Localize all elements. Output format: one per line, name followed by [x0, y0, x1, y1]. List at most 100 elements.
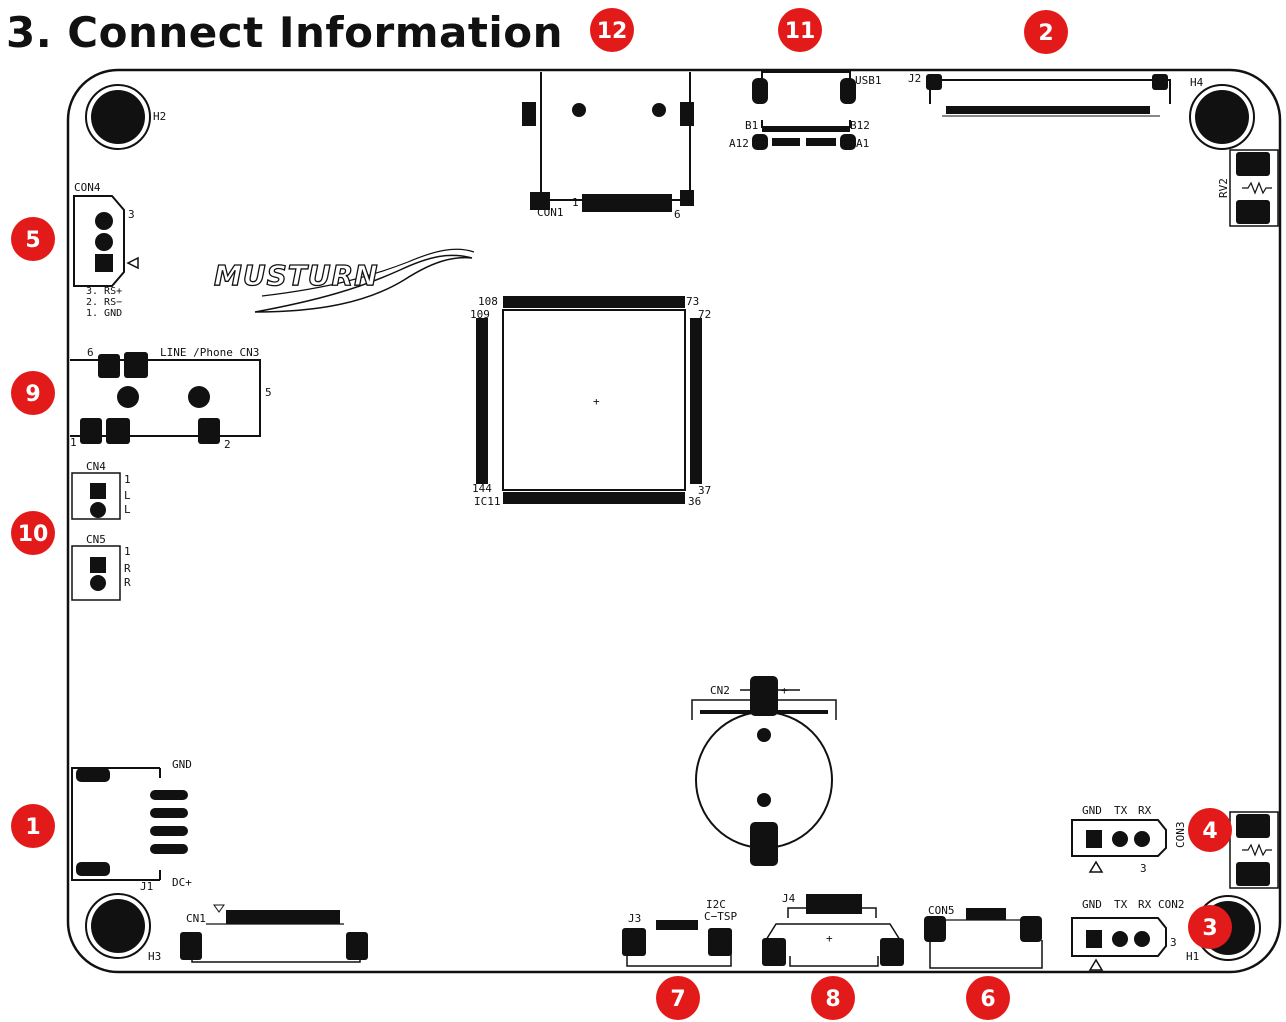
callout-9: 9 — [11, 371, 55, 415]
usb1-connector: USB1 B1 B12 A12 A1 — [729, 71, 882, 150]
svg-text:R: R — [124, 576, 131, 589]
svg-text:RX: RX — [1138, 804, 1152, 817]
svg-text:6: 6 — [87, 346, 94, 359]
con1-label: CON1 — [537, 206, 564, 219]
ic-center-mark: + — [593, 395, 600, 408]
svg-text:3: 3 — [1170, 936, 1177, 949]
svg-text:RX: RX — [1138, 898, 1152, 911]
page-title: 3. Connect Information — [6, 8, 564, 57]
j4-connector: + J4 — [762, 892, 904, 967]
svg-text:8: 8 — [825, 987, 840, 1012]
svg-text:1: 1 — [124, 473, 131, 486]
con3-label: CON3 — [1174, 822, 1187, 849]
svg-text:73: 73 — [686, 295, 699, 308]
svg-text:9: 9 — [25, 382, 40, 407]
rv2-resistor: RV2 — [1217, 149, 1279, 227]
svg-text:GND: GND — [1082, 898, 1102, 911]
svg-text:L: L — [124, 489, 131, 502]
svg-text:3: 3 — [1202, 916, 1217, 941]
con4-label: CON4 — [74, 181, 101, 194]
svg-text:10: 10 — [18, 522, 49, 547]
svg-text:A1: A1 — [856, 137, 869, 150]
j2-connector: J2 — [908, 72, 1171, 117]
callout-4: 4 — [1188, 808, 1232, 852]
callout-6: 6 — [966, 976, 1010, 1020]
svg-text:12: 12 — [597, 19, 628, 44]
svg-text:1: 1 — [25, 815, 40, 840]
callout-3: 3 — [1188, 905, 1232, 949]
svg-text:1: 1 — [572, 196, 579, 209]
h2-label: H2 — [153, 110, 166, 123]
svg-text:6: 6 — [980, 987, 995, 1012]
svg-text:1: 1 — [124, 545, 131, 558]
svg-text:+: + — [826, 932, 833, 945]
svg-text:GND: GND — [1082, 804, 1102, 817]
logo-text: MUSTURN — [214, 259, 379, 292]
h4-label: H4 — [1190, 76, 1204, 89]
svg-text:2: 2 — [1038, 21, 1053, 46]
cn3-label: LINE /Phone CN3 — [160, 346, 259, 359]
svg-text:72: 72 — [698, 308, 711, 321]
rv-lower-resistor — [1229, 811, 1279, 889]
j2-label: J2 — [908, 72, 921, 85]
svg-text:1. GND: 1. GND — [86, 308, 122, 319]
cn1-bottom-connector: CN1 — [180, 904, 368, 963]
svg-text:108: 108 — [478, 295, 498, 308]
con1-connector: CON1 1 6 — [522, 72, 694, 221]
j1-label: J1 — [140, 880, 153, 893]
ic11-chip: + 108 73 109 72 144 37 IC11 36 — [470, 295, 711, 508]
usb1-label: USB1 — [855, 74, 882, 87]
svg-text:I2C: I2C — [706, 898, 726, 911]
j4-label: J4 — [782, 892, 796, 905]
svg-text:144: 144 — [472, 482, 492, 495]
h1-label: H1 — [1186, 950, 1199, 963]
j3-label: J3 — [628, 912, 641, 925]
rv2-label: RV2 — [1217, 178, 1230, 198]
cn4-audio-l-connector: CN4 1 L L — [71, 460, 131, 520]
svg-text:3: 3 — [128, 208, 135, 221]
con2-label: CON2 — [1158, 898, 1185, 911]
svg-text:5: 5 — [25, 228, 40, 253]
svg-text:L: L — [124, 503, 131, 516]
svg-text:36: 36 — [688, 495, 701, 508]
callout-5: 5 — [11, 217, 55, 261]
j1-dc-connector: GND DC+ J1 — [71, 758, 192, 893]
cn5-label: CN5 — [86, 533, 106, 546]
svg-text:R: R — [124, 562, 131, 575]
callout-2: 2 — [1024, 10, 1068, 54]
svg-text:B1: B1 — [745, 119, 758, 132]
callout-7: 7 — [656, 976, 700, 1020]
svg-text:B12: B12 — [850, 119, 870, 132]
svg-text:7: 7 — [670, 987, 685, 1012]
j3-i2c-connector: J3 I2C C−TSP — [622, 898, 737, 967]
h3-label: H3 — [148, 950, 161, 963]
cn1-label: CN1 — [186, 912, 206, 925]
callout-12: 12 — [590, 8, 634, 52]
cn5-audio-r-connector: CN5 1 R R — [71, 533, 131, 601]
svg-text:37: 37 — [698, 484, 711, 497]
con3-uart-connector: GND TX RX CON3 3 — [1071, 804, 1187, 875]
callout-11: 11 — [778, 8, 822, 52]
svg-text:A12: A12 — [729, 137, 749, 150]
svg-text:C−TSP: C−TSP — [704, 910, 737, 923]
cn2-label: CN2 — [710, 684, 730, 697]
ic11-label: IC11 — [474, 495, 501, 508]
callout-10: 10 — [11, 511, 55, 555]
svg-text:2: 2 — [224, 438, 231, 451]
svg-text:TX: TX — [1114, 898, 1128, 911]
svg-text:6: 6 — [674, 208, 681, 221]
callout-1: 1 — [11, 804, 55, 848]
callout-8: 8 — [811, 976, 855, 1020]
cn2-battery-holder: CN2 + — [691, 676, 837, 866]
svg-text:11: 11 — [785, 19, 816, 44]
gnd-label: GND — [172, 758, 192, 771]
svg-text:109: 109 — [470, 308, 490, 321]
musturn-logo: MUSTURN — [213, 248, 475, 313]
mounting-hole-h3: H3 — [85, 893, 161, 963]
svg-text:1: 1 — [70, 436, 77, 449]
svg-text:5: 5 — [265, 386, 272, 399]
svg-text:4: 4 — [1202, 819, 1217, 844]
con4-rs-connector: CON4 3 3. RS+ 2. RS− 1. GND — [73, 181, 139, 319]
cn3-line-phone-connector: LINE /Phone CN3 6 5 1 2 — [70, 346, 272, 451]
